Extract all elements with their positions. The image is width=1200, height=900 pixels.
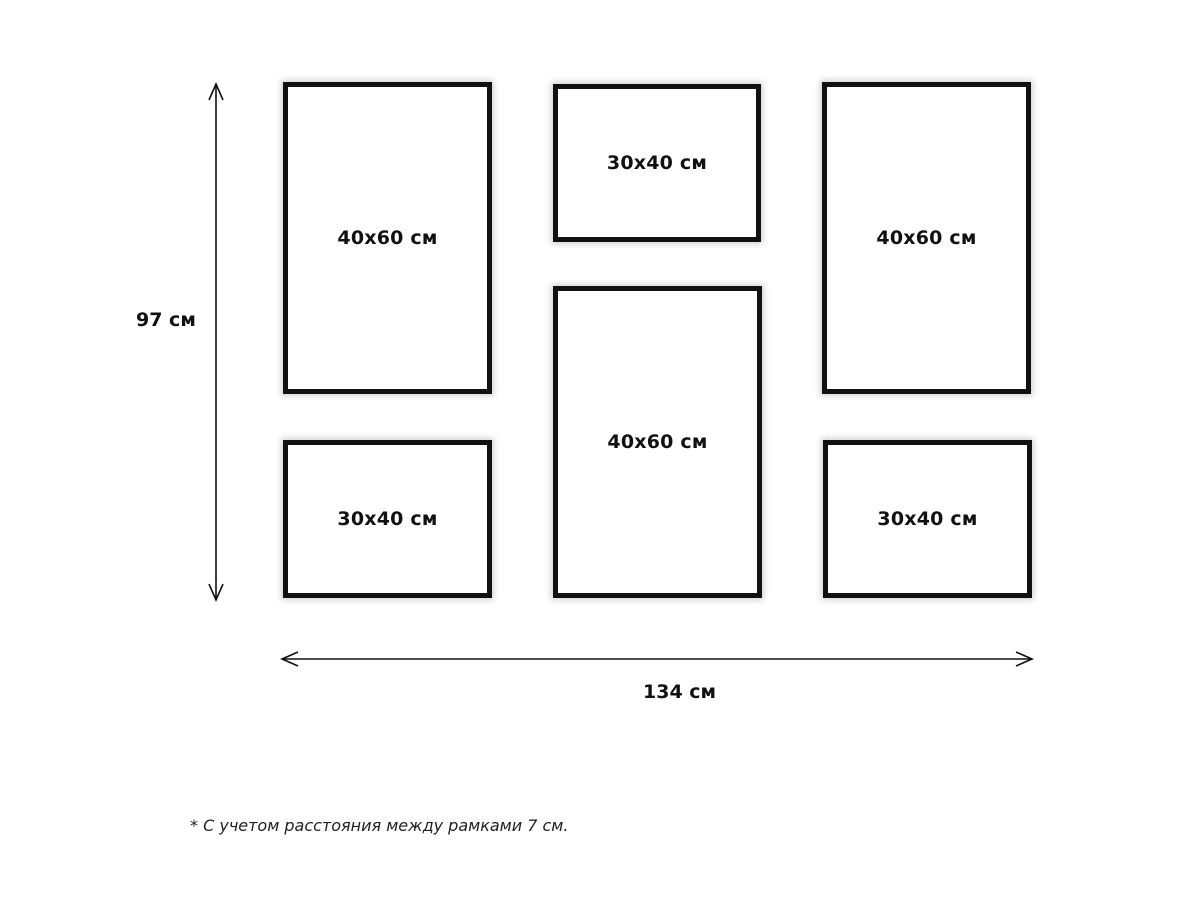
frame-size-label: 30x40 см — [606, 152, 708, 174]
frame-bottom-right: 30x40 см — [823, 440, 1032, 598]
frame-size-label: 40x60 см — [607, 431, 708, 453]
footnote-note: * С учетом расстояния между рамками 7 см… — [190, 816, 569, 835]
frame-size-label: 40x60 см — [337, 227, 438, 249]
height-dimension-label: 97 см — [136, 309, 196, 331]
frame-bottom-center: 40x60 см — [553, 286, 762, 598]
frame-top-center: 30x40 см — [553, 84, 761, 242]
frame-top-left: 40x60 см — [283, 82, 492, 394]
width-dimension-label: 134 см — [643, 681, 717, 703]
frame-bottom-left: 30x40 см — [283, 440, 492, 598]
height-arrow — [208, 82, 224, 602]
frame-size-label: 30x40 см — [337, 508, 438, 530]
frame-size-label: 40x60 см — [876, 227, 977, 249]
frame-size-label: 30x40 см — [877, 508, 978, 530]
frame-top-right: 40x60 см — [822, 82, 1031, 394]
width-arrow — [280, 651, 1034, 667]
